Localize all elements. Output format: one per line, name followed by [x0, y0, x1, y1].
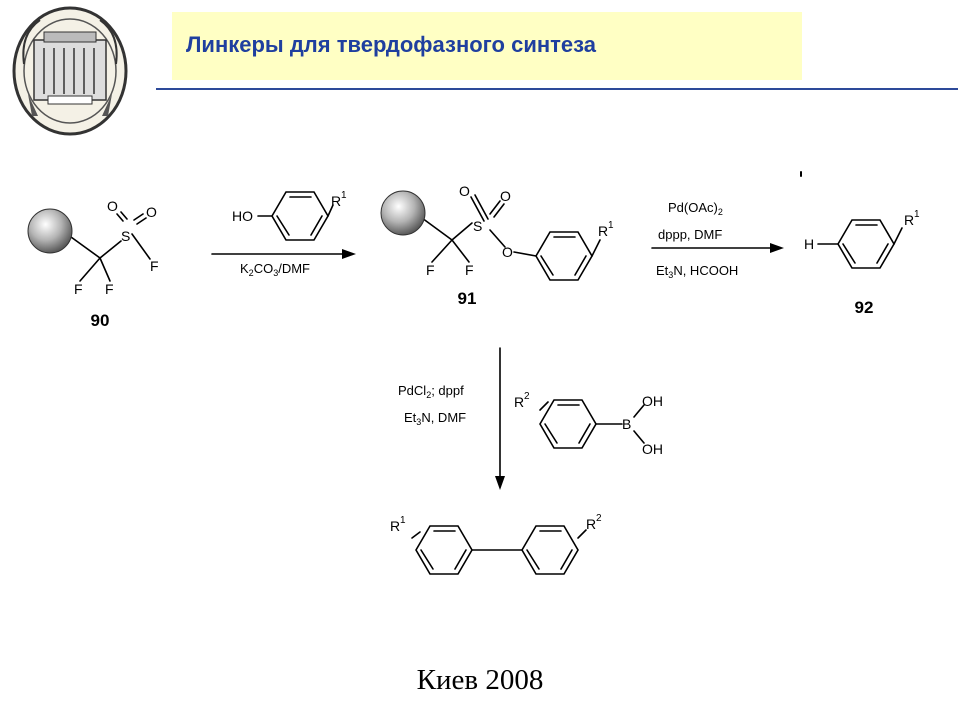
atom-r-biphenyl-1: R [390, 518, 400, 534]
atom-f-90b: F [74, 281, 83, 297]
atom-s-90: S [121, 228, 130, 244]
atom-o-91c: O [502, 244, 513, 260]
atom-f-91a: F [426, 262, 435, 278]
title-box: Линкеры для твердофазного синтеза [172, 12, 802, 80]
university-seal-logo [12, 6, 128, 136]
atom-h-92: H [804, 236, 814, 252]
atom-oh-a: OH [642, 393, 663, 409]
atom-oh-b: OH [642, 441, 663, 457]
compound-label-92: 92 [855, 298, 874, 317]
atom-r-biphenyl-1-sup: 1 [400, 515, 406, 526]
atom-r-92-sup: 1 [914, 209, 920, 220]
atom-r-92: R [904, 212, 914, 228]
atom-r-biphenyl-2: R [586, 516, 596, 532]
resin-bead-91 [380, 190, 426, 236]
phenol-reagent [257, 191, 334, 241]
compound-91 [421, 194, 601, 281]
reagent-step3-bot: Et3N, DMF [404, 410, 466, 427]
atom-r-boronic: R [514, 394, 524, 410]
atom-o-90b: O [146, 204, 157, 220]
atom-r-91: R [598, 223, 608, 239]
footer-text: Киев 2008 [416, 664, 544, 696]
slide-title: Линкеры для твердофазного синтеза [186, 32, 597, 57]
atom-b: B [622, 416, 631, 432]
atom-r-phenol-sup: 1 [341, 190, 347, 201]
atom-o-91a: O [459, 183, 470, 199]
reagent-step2-bot: Et3N, HCOOH [656, 263, 738, 280]
compound-92 [817, 219, 903, 269]
compound-90 [70, 211, 151, 282]
atom-r-phenol: R [331, 193, 341, 209]
biphenyl-product [411, 525, 587, 575]
reagent-step2-mid: dppp, DMF [658, 227, 722, 242]
compound-label-91: 91 [458, 289, 477, 308]
reagent-step1-bottom: K2CO3/DMF [240, 261, 310, 278]
atom-r-91-sup: 1 [608, 220, 614, 231]
arrow-1-head [342, 249, 356, 259]
atom-s-91: S [473, 218, 482, 234]
atom-r-boronic-sup: 2 [524, 391, 530, 402]
reagent-step3-top: PdCl2; dppf [398, 383, 464, 400]
resin-bead-90 [27, 208, 73, 254]
atom-o-90a: O [107, 198, 118, 214]
reagent-step2-top: Pd(OAc)2 [668, 200, 723, 217]
title-divider [156, 88, 958, 90]
atom-r-biphenyl-2-sup: 2 [596, 513, 602, 524]
atom-o-91b: O [500, 188, 511, 204]
atom-ho-phenol: HO [232, 208, 253, 224]
compound-label-90: 90 [91, 311, 110, 330]
atom-f-90a: F [150, 258, 159, 274]
atom-f-91b: F [465, 262, 474, 278]
arrow-2-head [770, 243, 784, 253]
arrow-3-head [495, 476, 505, 490]
boronic-acid-reagent [539, 399, 645, 449]
atom-f-90c: F [105, 281, 114, 297]
